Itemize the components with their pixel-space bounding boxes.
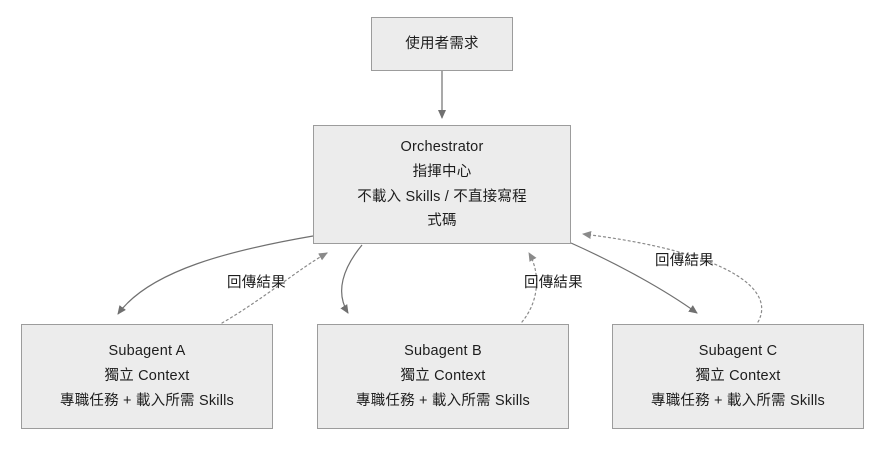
node-orchestrator-line-3: 不載入 Skills / 不直接寫程 (357, 188, 527, 205)
node-subagent-c-line-2: 獨立 Context (695, 368, 781, 385)
node-subagent-b-line-2: 獨立 Context (400, 368, 486, 385)
node-subagent-b-line-1: Subagent B (404, 343, 482, 360)
node-subagent-a[interactable]: Subagent A 獨立 Context 專職任務 + 載入所需 Skills (21, 324, 273, 429)
node-orchestrator-line-1: Orchestrator (400, 138, 484, 155)
node-subagent-a-line-3: 專職任務 + 載入所需 Skills (60, 392, 234, 409)
node-orchestrator-line-4: 式碼 (427, 213, 457, 230)
node-subagent-c-line-1: Subagent C (698, 343, 778, 360)
node-subagent-c-line-3: 專職任務 + 載入所需 Skills (651, 392, 825, 409)
node-orchestrator-line-2: 指揮中心 (412, 163, 472, 180)
node-user-requirement-line-1: 使用者需求 (405, 35, 479, 52)
node-subagent-a-line-2: 獨立 Context (104, 368, 190, 385)
node-subagent-b[interactable]: Subagent B 獨立 Context 專職任務 + 載入所需 Skills (317, 324, 569, 429)
edge-label-return-b: 回傳結果 (524, 275, 583, 291)
edge-label-return-c: 回傳結果 (655, 253, 714, 269)
node-orchestrator[interactable]: Orchestrator 指揮中心 不載入 Skills / 不直接寫程 式碼 (313, 125, 571, 244)
edge-label-return-a: 回傳結果 (227, 275, 286, 291)
edge-orchestrator-to-subagent-b (340, 244, 363, 314)
node-user-requirement[interactable]: 使用者需求 (371, 17, 513, 71)
node-subagent-c[interactable]: Subagent C 獨立 Context 專職任務 + 載入所需 Skills (612, 324, 864, 429)
node-subagent-b-line-3: 專職任務 + 載入所需 Skills (356, 392, 530, 409)
edge-subagent-c-to-orchestrator (582, 231, 763, 323)
node-subagent-a-line-1: Subagent A (108, 343, 186, 360)
